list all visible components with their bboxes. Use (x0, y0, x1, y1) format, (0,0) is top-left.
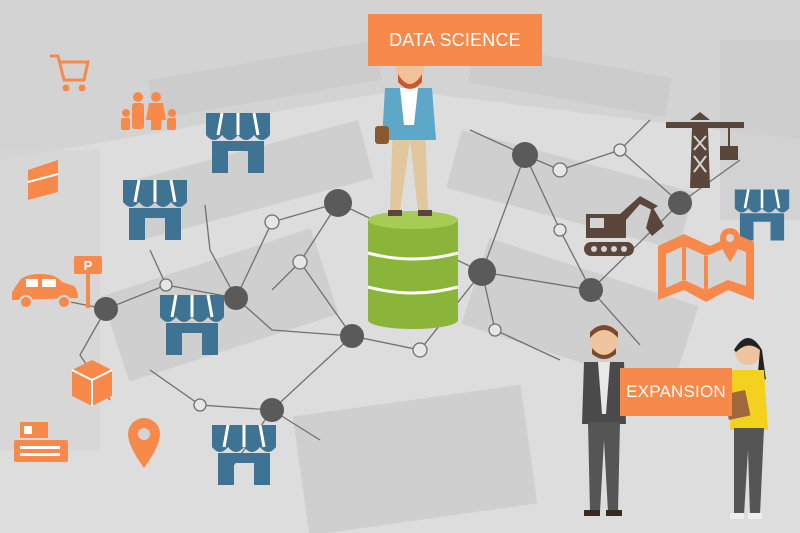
businessman-figure (582, 325, 626, 516)
data-scientist-figure (375, 51, 436, 216)
data-science-label: DATA SCIENCE (368, 14, 542, 66)
network-node (324, 189, 352, 217)
network-node-small (613, 143, 627, 157)
network-node-small (488, 323, 502, 337)
parking-sign-icon: P (74, 256, 102, 308)
crane-icon (666, 112, 744, 188)
cake-slice-icon (27, 160, 59, 200)
network-node-small (193, 398, 207, 412)
car-icon (12, 274, 78, 309)
location-pin-icon (128, 418, 160, 468)
network-node (579, 278, 603, 302)
excavator-icon (584, 196, 664, 256)
network-node (260, 398, 284, 422)
family-icon (121, 92, 176, 130)
network-node-small (264, 214, 280, 230)
network-node-small (292, 254, 308, 270)
network-node-small (412, 342, 428, 358)
network-node (224, 286, 248, 310)
network-node (668, 191, 692, 215)
database-icon (367, 211, 459, 329)
network-node (512, 142, 538, 168)
parking-sign-letter: P (84, 258, 93, 273)
network-node-small (159, 278, 173, 292)
shopping-cart-icon (50, 54, 90, 92)
network-node (94, 297, 118, 321)
network-node-small (553, 223, 567, 237)
map-pin-icon (658, 228, 754, 302)
network-node (340, 324, 364, 348)
cash-register-icon (14, 422, 68, 462)
network-nodes (94, 142, 692, 422)
network-node-small (552, 162, 568, 178)
network-node (468, 258, 496, 286)
package-box-icon (71, 360, 113, 406)
expansion-label: EXPANSION (620, 368, 732, 416)
